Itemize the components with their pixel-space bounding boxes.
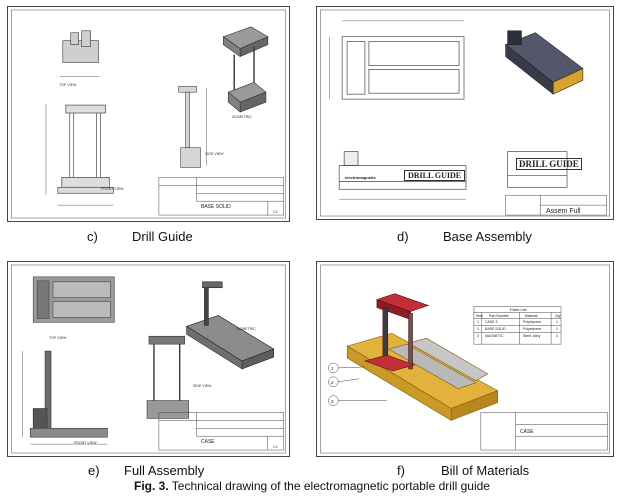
pl-row3-material: Steel, Alloy — [523, 334, 541, 338]
view-label-top: TOP VIEW — [49, 336, 67, 340]
brand-text: electromagnetic — [345, 175, 376, 180]
balloon-2: 2 — [331, 380, 334, 385]
panel-drill-guide: TOP VIEW FRONT VIEW SIDE VIEW ISOMETRIC … — [7, 6, 290, 222]
pl-row1-item: 1 — [477, 320, 479, 324]
panel-caption-f: Bill of Materials — [441, 463, 530, 478]
pl-header-item: Item — [476, 314, 483, 318]
view-label-top: TOP VIEW — [59, 83, 77, 87]
panel-caption-d: Base Assembly — [443, 229, 532, 244]
view-label-side: SIDE VIEW — [193, 384, 212, 388]
pl-header-part: Part Number — [489, 314, 509, 318]
pl-row3-item: 3 — [477, 334, 479, 338]
figure-caption: Fig. 3. Technical drawing of the electro… — [0, 479, 624, 493]
pl-row2-item: 2 — [477, 327, 479, 331]
title-block-part: CASE — [201, 439, 215, 445]
panel-letter-f: f) — [397, 463, 405, 478]
title-block-part: Assem Full — [546, 208, 581, 215]
base-assembly-drawing — [320, 9, 610, 217]
panel-letter-c: c) — [87, 229, 98, 244]
panel-full-assembly: TOP VIEW FRONT VIEW SIDE VIEW ISOMETRIC … — [7, 261, 290, 457]
pl-row3-part: MAGNETIC — [485, 334, 504, 338]
side-logo: DRILL GUIDE — [516, 158, 582, 170]
pl-row2-qty: 1 — [556, 327, 558, 331]
parts-list-title: Parts List — [510, 307, 527, 312]
figure-caption-text: Technical drawing of the electromagnetic… — [168, 479, 490, 493]
pl-header-qty: Qty — [555, 314, 561, 318]
title-block-part: BASE SOLID — [201, 204, 231, 210]
view-label-front: FRONT VIEW — [74, 441, 97, 445]
panel-letter-e: e) — [88, 463, 100, 478]
pl-header-material: Material — [525, 314, 538, 318]
title-block-scale: 1:1 — [273, 210, 278, 214]
title-block-scale: 1:1 — [273, 445, 278, 449]
panel-letter-d: d) — [397, 229, 409, 244]
pl-row3-qty: 2 — [556, 334, 558, 338]
full-assembly-drawing — [11, 264, 286, 454]
panel-bill-of-materials: Parts List Item Part Number Material Qty… — [316, 261, 614, 457]
front-logo: DRILL GUIDE — [404, 170, 466, 181]
pl-row2-part: BASE SOLID — [485, 327, 506, 331]
view-label-isometric: ISOMETRIC — [232, 115, 252, 119]
pl-row2-material: Polystyrene — [523, 327, 542, 331]
panel-caption-e: Full Assembly — [124, 463, 205, 478]
view-label-front: FRONT VIEW — [101, 187, 124, 191]
panel-base-assembly: electromagnetic DRILL GUIDE DRILL GUIDE … — [316, 6, 614, 220]
pl-row1-qty: 1 — [556, 320, 558, 324]
figure-caption-label: Fig. 3. — [134, 479, 169, 493]
title-block-part: CASE — [520, 429, 534, 435]
panel-caption-c: Drill Guide — [132, 229, 193, 244]
drill-guide-drawing — [10, 9, 287, 219]
view-label-isometric: ISOMETRIC — [236, 327, 256, 331]
bom-drawing — [320, 264, 610, 454]
pl-row1-material: Polystyrene — [523, 320, 542, 324]
pl-row1-part: CASE 3 — [485, 320, 498, 324]
balloon-1: 1 — [331, 366, 334, 371]
view-label-side: SIDE VIEW — [205, 152, 224, 156]
balloon-3: 3 — [331, 399, 334, 404]
